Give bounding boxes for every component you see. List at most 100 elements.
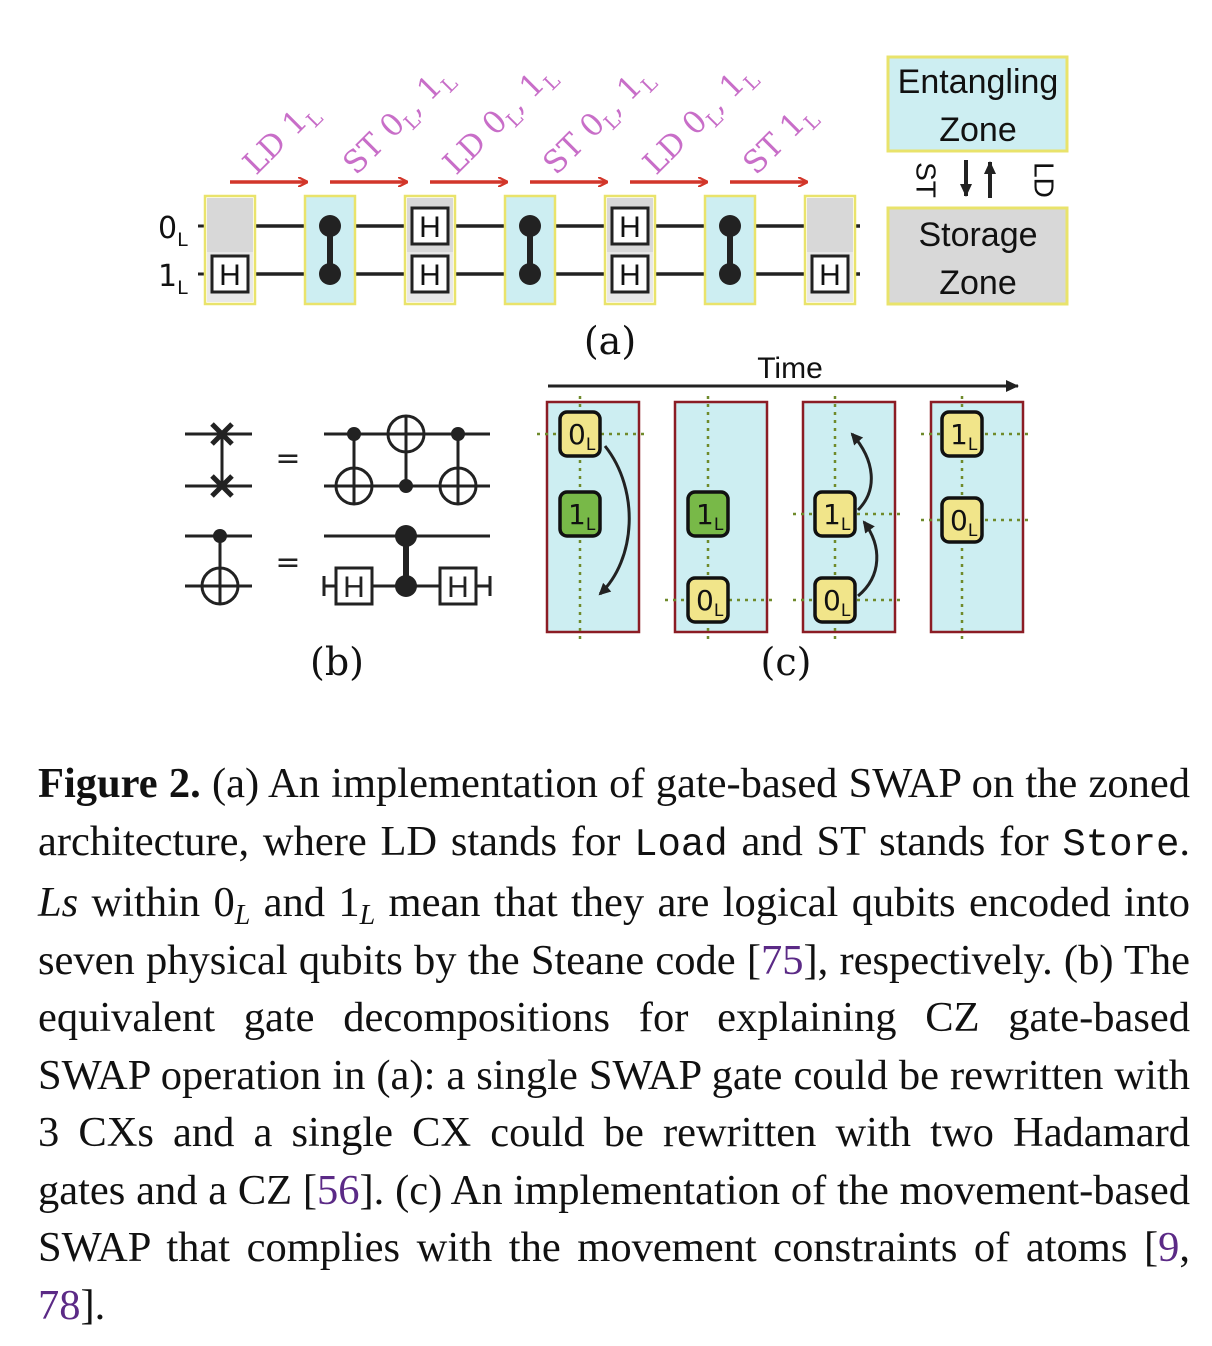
atom-label: 1L <box>950 418 978 455</box>
time-frame-1: 0L 1L <box>537 396 649 642</box>
caption-text-1: (a) An implementation of gate-based SWAP… <box>38 760 1190 865</box>
caption-text-8: ]. (c) An implementation of the movement… <box>38 1166 1190 1272</box>
gate-column-4 <box>503 194 557 306</box>
atom-qubit-1: 1L <box>558 490 602 538</box>
move-arrow-frame1 <box>598 445 631 596</box>
move-2: ST 0L, 1L <box>330 59 462 185</box>
storage-zone-line1: Storage <box>918 216 1037 254</box>
h-gate <box>410 206 450 246</box>
caption-text-9: , <box>1179 1224 1190 1271</box>
entangling-zone-line2: Zone <box>939 111 1017 149</box>
h-gate-right <box>438 566 478 606</box>
zone-legend: Entangling Zone Storage Zone ST LD <box>886 55 1069 306</box>
h-gate <box>810 254 850 294</box>
cx-gate-3 <box>438 427 478 506</box>
atom-qubit-1: 1L <box>813 490 857 538</box>
atom-box <box>940 410 984 458</box>
atom-qubit-0: 0L <box>940 496 984 544</box>
move-label: LD 1L <box>236 94 327 185</box>
caption-text-10: ]. <box>80 1281 106 1329</box>
cz-dot-bottom <box>719 263 741 285</box>
gate-column-5: HH <box>603 194 657 306</box>
atom-box <box>558 410 602 458</box>
time-frame-4: 1L 0L <box>921 396 1033 642</box>
caption-ls: Ls <box>38 879 79 926</box>
caption-sub-l-1: L <box>234 900 251 931</box>
cz-dot-top <box>519 215 541 237</box>
citation-56[interactable]: 56 <box>317 1166 360 1214</box>
equals-sign-1: = <box>275 441 300 476</box>
legend-ld-label: LD <box>1029 162 1060 198</box>
move-arrow-frame3-lower <box>857 520 879 598</box>
cx-gate-2 <box>386 414 426 493</box>
entangling-zone <box>703 194 757 306</box>
gate-column-2 <box>303 194 357 306</box>
h-gate <box>610 254 650 294</box>
citation-75[interactable]: 75 <box>761 936 804 984</box>
atom-qubit-0: 0L <box>558 410 602 458</box>
storage-fill <box>807 198 853 252</box>
figure-caption: Figure 2. (a) An implementation of gate-… <box>38 755 1190 1334</box>
panel-a-label: (a) <box>584 319 636 363</box>
figure-label: Figure 2. <box>38 760 201 807</box>
citation-78[interactable]: 78 <box>38 1281 81 1329</box>
atom-box <box>813 490 857 538</box>
atom-label: 0L <box>823 584 851 621</box>
panel-c-label: (c) <box>761 640 812 684</box>
cz-dot-top <box>319 215 341 237</box>
move-1: LD 1L <box>230 94 328 185</box>
atom-box <box>940 496 984 544</box>
atom-label: 1L <box>823 498 851 535</box>
atom-box <box>686 490 730 538</box>
storage-fill <box>207 198 253 252</box>
storage-zone-line2: Zone <box>939 264 1017 302</box>
h-gate-right-label: H <box>447 571 469 604</box>
qubit-label-1: 1L <box>158 259 188 299</box>
caption-load: Load <box>634 822 728 867</box>
entangling-zone-box <box>886 55 1069 153</box>
cz-dot-bottom <box>319 263 341 285</box>
atom-qubit-1: 1L <box>686 490 730 538</box>
caption-text-2: and ST stands for <box>727 817 1063 865</box>
gate-column-7: H <box>803 194 857 306</box>
atom-label: 1L <box>568 498 596 535</box>
gate-column-1: H <box>203 194 257 306</box>
gate-column-6 <box>703 194 757 306</box>
cx-gate-1 <box>334 427 374 506</box>
cz-dot-bottom <box>395 575 417 597</box>
move-label: ST 1L <box>736 96 825 185</box>
caption-sub-l-2: L <box>359 900 376 931</box>
caption-text-7: ], respectively. (b) The equivalent gate… <box>38 936 1191 1214</box>
move-arrow-frame3-upper <box>850 432 873 512</box>
swap-x-top <box>210 422 234 446</box>
h-gate-label: H <box>619 211 641 244</box>
qubit-label-0: 0L <box>158 211 188 251</box>
h-gate-label: H <box>419 259 441 292</box>
caption-store: Store <box>1062 822 1180 867</box>
legend-st-label: ST <box>911 162 942 198</box>
h-gate-left <box>334 566 374 606</box>
cz-dot-top <box>719 215 741 237</box>
atom-box <box>813 576 857 624</box>
storage-zone-box <box>886 206 1069 306</box>
caption-text-3: . <box>1179 817 1191 865</box>
caption-text-4: within 0 <box>78 879 235 926</box>
atom-qubit-1: 1L <box>940 410 984 458</box>
cx-target <box>200 566 240 606</box>
caption-text-6: mean that they are logical qubits encode… <box>38 879 1190 984</box>
citation-9[interactable]: 9 <box>1158 1224 1180 1271</box>
move-label: ST 0L, 1L <box>336 59 462 185</box>
atom-box <box>558 490 602 538</box>
atom-qubit-0: 0L <box>813 576 857 624</box>
atom-label: 0L <box>950 504 978 541</box>
h-gate-label: H <box>619 259 641 292</box>
panel-b: = = H <box>185 414 492 684</box>
entangling-zone-line1: Entangling <box>898 63 1059 101</box>
caption-text-5: and 1 <box>250 879 360 926</box>
